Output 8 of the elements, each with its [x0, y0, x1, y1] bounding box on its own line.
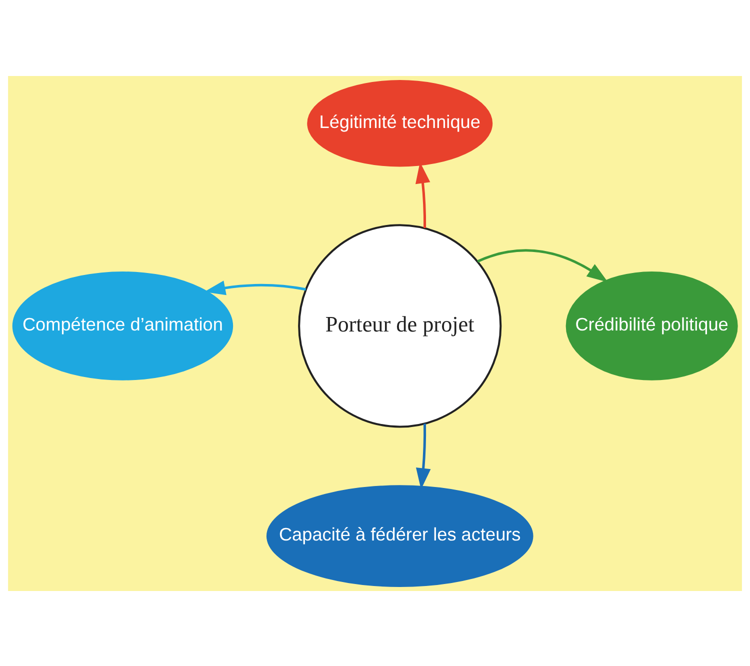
arrow: [204, 280, 306, 295]
node-ellipse: Capacité à fédérer les acteurs: [266, 484, 534, 586]
arrow: [477, 248, 608, 282]
node-ellipse: Compétence d’animation: [12, 271, 234, 380]
node-circle: Porteur de projet: [298, 224, 502, 428]
node-ellipse: Légitimité technique: [307, 80, 493, 166]
arrow: [416, 423, 431, 489]
node-ellipse: Crédibilité politique: [566, 271, 738, 380]
